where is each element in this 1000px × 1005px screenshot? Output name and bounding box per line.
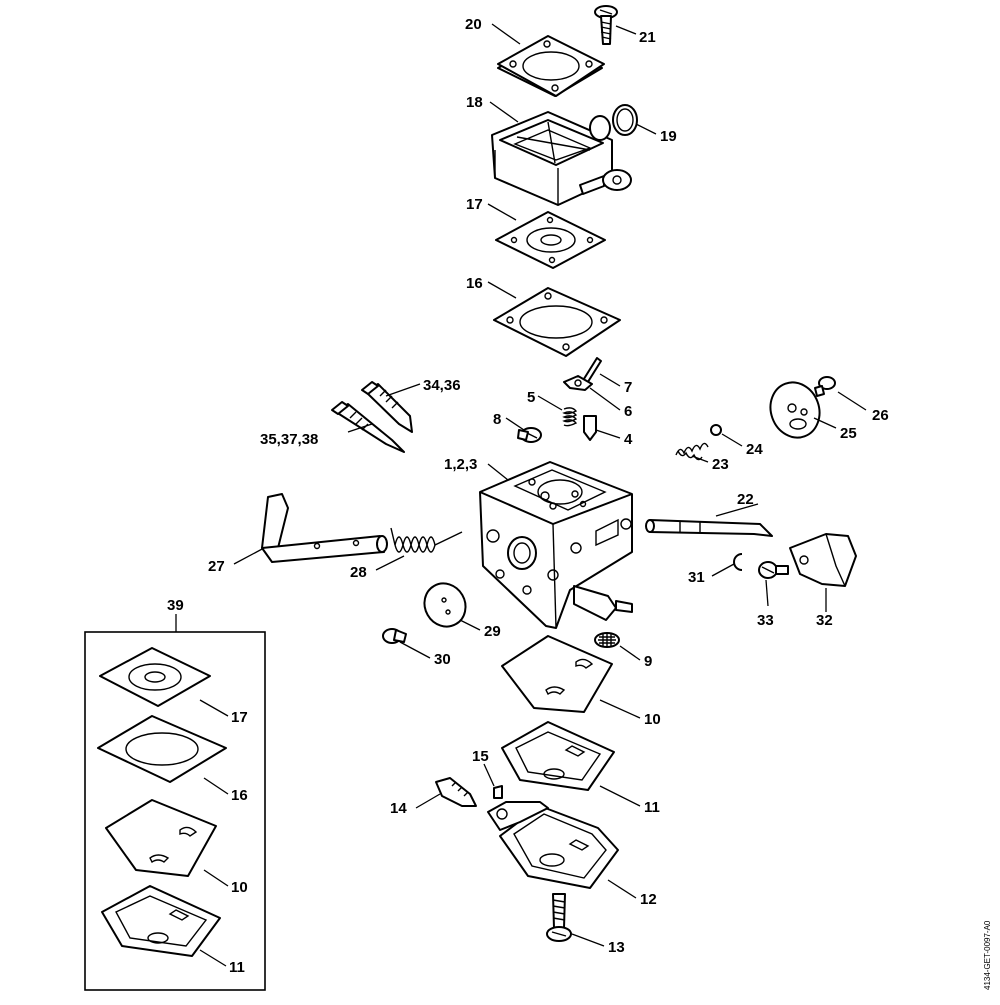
callout-19: 19 (660, 128, 677, 145)
pump-housing-18 (491, 111, 632, 206)
screw-33 (758, 561, 789, 579)
carburetor-body-1-2-3 (479, 461, 633, 629)
callout-34-36: 34,36 (423, 377, 461, 394)
callout-32: 32 (816, 612, 833, 629)
torsion-spring-28 (390, 527, 463, 553)
callout-22: 22 (737, 491, 754, 508)
inlet-needle-4 (583, 415, 597, 441)
choke-shaft-27 (261, 493, 388, 563)
gasket-11 (501, 721, 615, 791)
screw-8 (517, 427, 542, 443)
callout-13: 13 (608, 939, 625, 956)
callout-16: 16 (466, 275, 483, 292)
callout-17: 17 (466, 196, 483, 213)
callout-31: 31 (688, 569, 705, 586)
metering-cover-12 (487, 801, 619, 889)
callout-33: 33 (757, 612, 774, 629)
pin-15 (493, 785, 503, 799)
kit-gasket-16 (97, 715, 227, 783)
screw-13 (546, 893, 572, 942)
callout-28: 28 (350, 564, 367, 581)
callout-1-2-3: 1,2,3 (444, 456, 477, 473)
gasket-20 (497, 35, 605, 97)
drawing-id: 4134-GET-0097-A0 (983, 920, 992, 990)
adjusting-screw-35-37-38 (331, 401, 405, 453)
ball-24 (710, 424, 722, 436)
kit-diaphragm-17 (99, 647, 211, 707)
callout-23: 23 (712, 456, 729, 473)
callout-5: 5 (527, 389, 535, 406)
callout-30: 30 (434, 651, 451, 668)
leader-lines (199, 23, 867, 967)
callout-39: 39 (167, 597, 184, 614)
diaphragm-17 (495, 211, 606, 269)
strainer-9 (594, 632, 620, 648)
callout-11: 11 (644, 799, 660, 816)
spring-23 (675, 442, 709, 461)
inlet-lever-6 (563, 375, 593, 391)
callout-18: 18 (466, 94, 483, 111)
o-ring-19 (612, 104, 638, 136)
callout-15: 15 (472, 748, 489, 765)
screw-21 (594, 5, 618, 45)
callout-20: 20 (465, 16, 482, 33)
callout-21: 21 (639, 29, 656, 46)
throttle-shaft-22 (645, 519, 773, 537)
circlip-31 (733, 553, 743, 571)
cover-plate-25 (769, 381, 821, 439)
callout-26: 26 (872, 407, 889, 424)
callout-14: 14 (390, 800, 407, 817)
callout-25: 25 (840, 425, 857, 442)
callout-4: 4 (624, 431, 633, 448)
kit-callout-16: 16 (231, 787, 248, 804)
needle-14 (435, 777, 477, 807)
callout-10: 10 (644, 711, 661, 728)
callout-6: 6 (624, 403, 632, 420)
kit-diaphragm-10 (105, 799, 217, 877)
callout-8: 8 (493, 411, 501, 428)
kit-gasket-11 (101, 885, 221, 957)
callout-27: 27 (208, 558, 225, 575)
gasket-16 (493, 287, 621, 357)
valve-disc-29 (423, 582, 467, 628)
kit-callout-11: 11 (229, 959, 245, 976)
screw-26 (814, 376, 836, 397)
spring-5 (562, 407, 578, 427)
kit-callout-17: 17 (231, 709, 248, 726)
kit-39-frame (84, 614, 266, 991)
adjusting-screw-34-36 (361, 381, 413, 433)
metering-diaphragm-10 (501, 635, 613, 713)
screw-30 (382, 628, 407, 644)
throttle-lever-32 (789, 533, 857, 587)
callout-9: 9 (644, 653, 652, 670)
kit-callout-10: 10 (231, 879, 248, 896)
callout-7: 7 (624, 379, 632, 396)
callout-24: 24 (746, 441, 763, 458)
callout-35-37-38: 35,37,38 (260, 431, 318, 448)
callout-12: 12 (640, 891, 657, 908)
callout-labels: 20 21 18 19 17 16 7 5 6 8 4 34,36 35,37,… (167, 16, 889, 976)
callout-29: 29 (484, 623, 501, 640)
